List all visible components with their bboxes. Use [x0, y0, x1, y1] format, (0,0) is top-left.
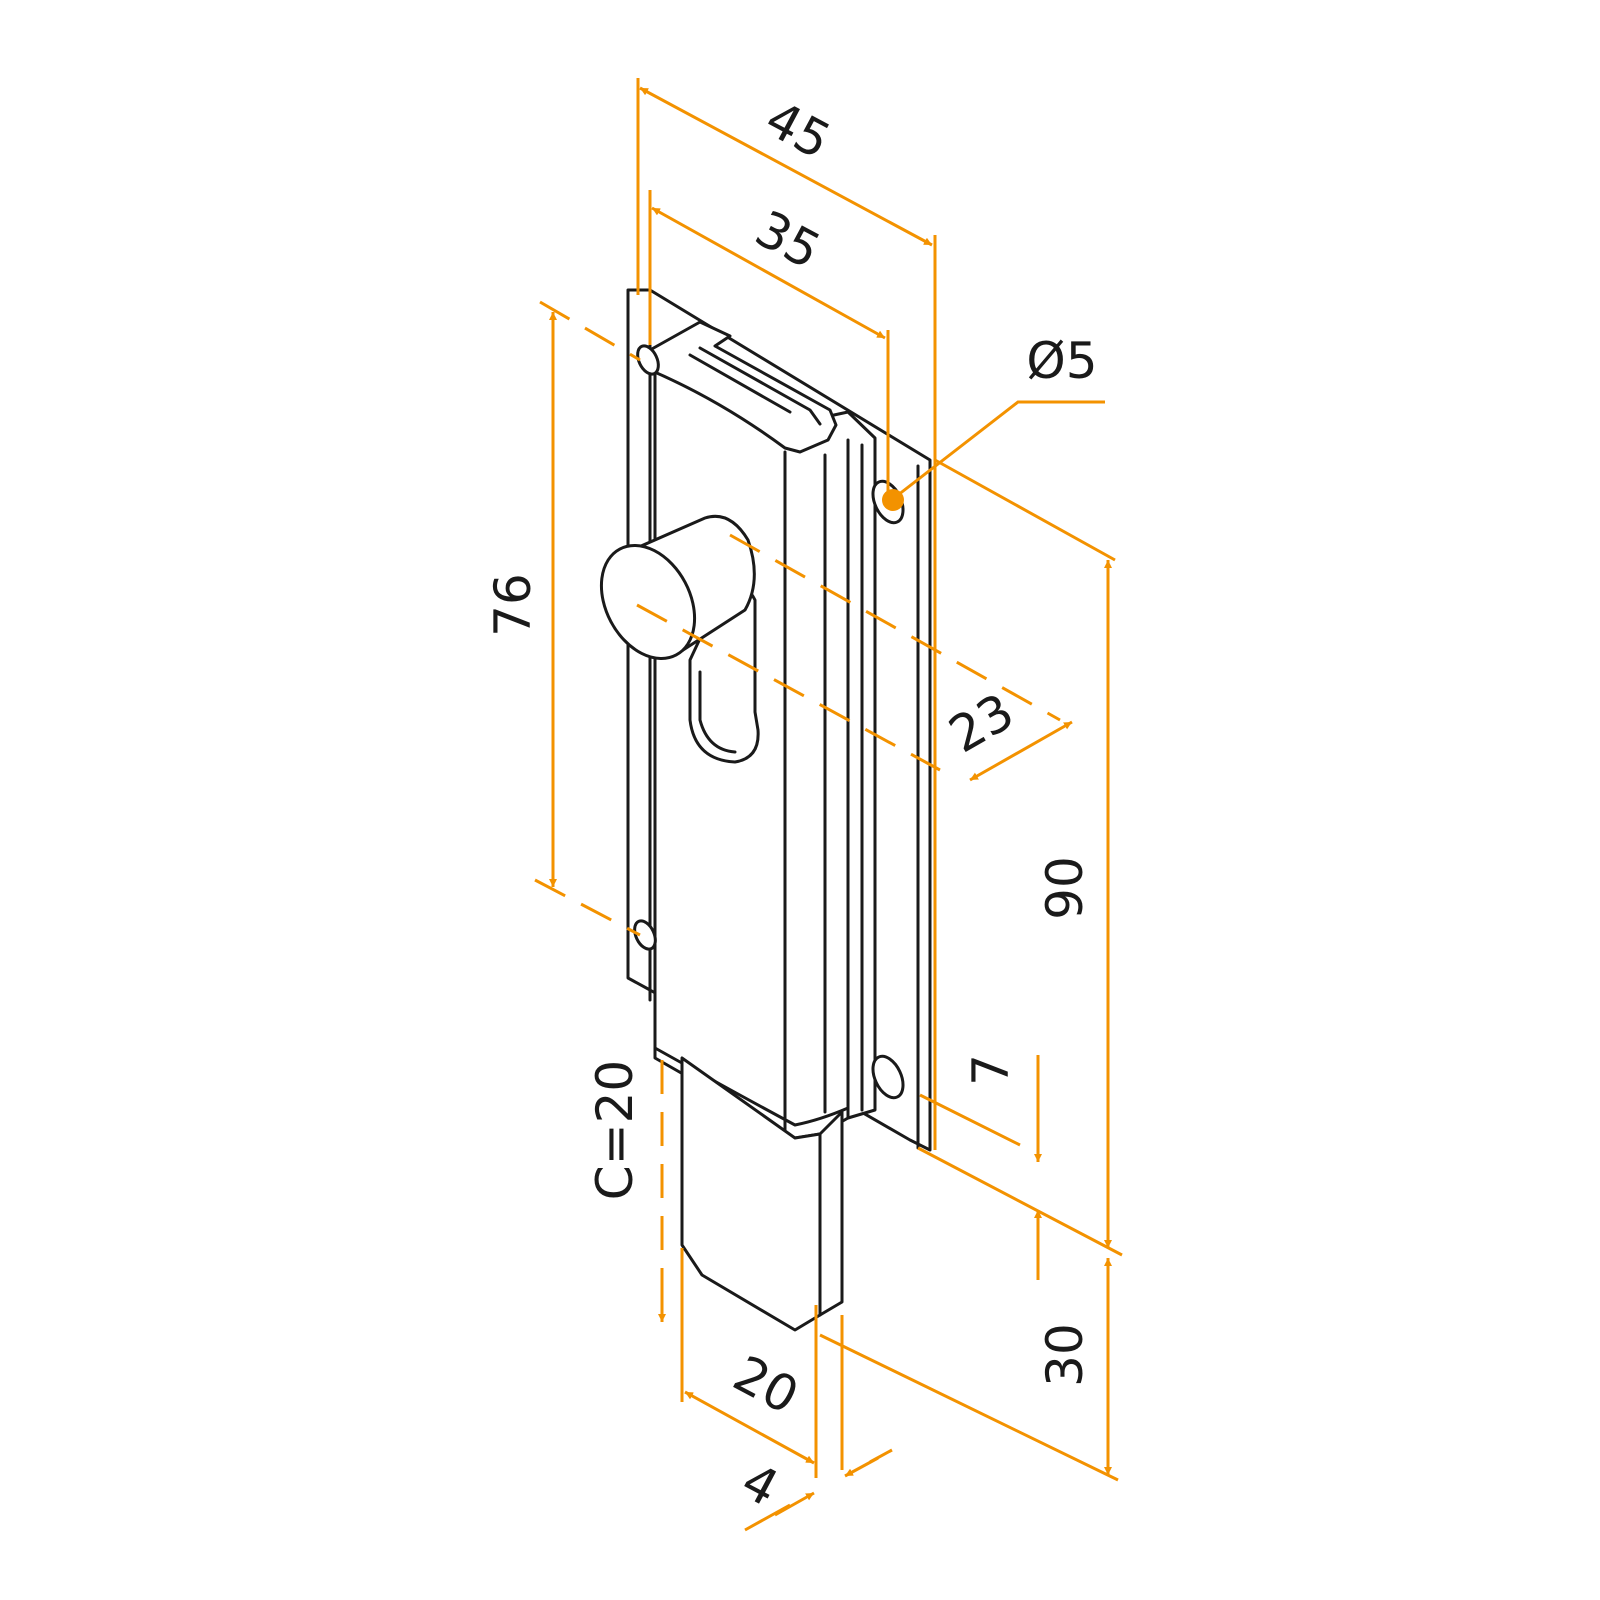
dim-line-4-right-arrow	[844, 1456, 879, 1478]
lock-bolt	[680, 1056, 844, 1332]
label-hole-edge-offset: 7	[962, 1054, 1020, 1086]
leader-line-hole-diameter	[897, 400, 1105, 497]
lock-housing	[653, 346, 877, 1140]
mount-hole-bottom-right-icon	[871, 1054, 905, 1100]
label-body-height: 90	[1036, 856, 1094, 920]
thumb-turn-knob-icon	[599, 543, 697, 661]
ext-line-90-bottom	[917, 1146, 1123, 1257]
label-bolt-thickness: 4	[732, 1452, 787, 1518]
ext-line-7-top	[919, 1093, 1021, 1147]
ext-line-76-bottom	[534, 878, 641, 937]
label-left-height: 76	[484, 573, 542, 637]
cylinder-keyhole-inner	[698, 670, 737, 754]
label-bolt-depth: C=20	[586, 1060, 644, 1200]
ext-line-90-top	[934, 458, 1116, 562]
lock-body	[599, 288, 932, 1332]
housing-top-groove	[688, 346, 822, 426]
mount-hole-top-left-icon	[636, 344, 660, 376]
cylinder-axis-line	[729, 533, 1061, 722]
cylinder-offset-line	[636, 603, 941, 772]
dim-line-23	[969, 720, 1073, 782]
ext-line-76-top	[539, 300, 641, 362]
dim-line-4-left-arrow	[774, 1491, 815, 1517]
mount-hole-bottom-left-icon	[633, 919, 657, 951]
leader-dot-icon	[882, 489, 904, 511]
label-bolt-throw: 30	[1036, 1323, 1094, 1387]
dim-line-20	[684, 1390, 815, 1465]
label-cylinder-offset: 23	[939, 682, 1023, 764]
dimension-lines	[534, 78, 1123, 1532]
label-hole-diameter: Ø5	[1026, 332, 1097, 390]
dim-line-35	[651, 206, 886, 340]
thumb-turn-barrel	[630, 514, 756, 654]
ext-line-30-bottom	[819, 1333, 1119, 1482]
housing-top-cap	[648, 320, 838, 454]
label-bolt-width: 20	[724, 1344, 807, 1425]
